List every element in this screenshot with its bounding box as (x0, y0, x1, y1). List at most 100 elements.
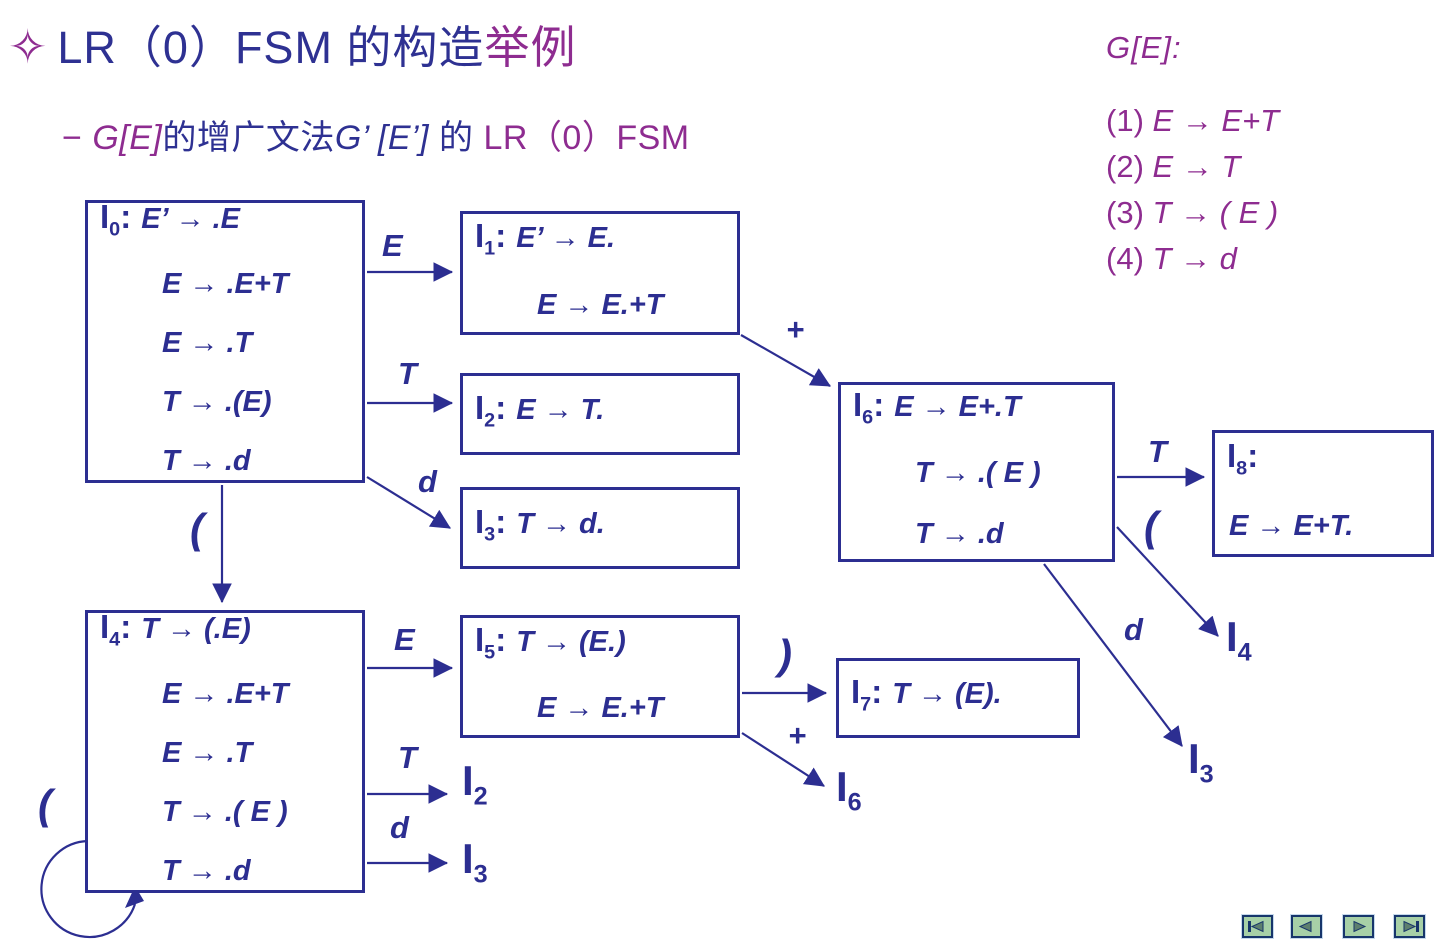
edge-label-(: ( (1144, 503, 1158, 550)
state-line: I2:E → T. (475, 373, 737, 456)
state-ref-I4: I4 (1226, 613, 1252, 667)
transition-arrow-+ (741, 732, 825, 787)
subtitle-part-5: LR（0）FSM (483, 119, 690, 157)
nav-last-button[interactable] (1394, 915, 1425, 938)
state-label: I0: (100, 197, 132, 241)
state-box-I3: I3:T → d. (460, 487, 740, 569)
state-line: I1: E’ → E. (475, 208, 737, 277)
production: E → .T (162, 326, 253, 359)
subtitle-part-3: G’ [E’] (334, 119, 430, 157)
edge-label-d: d (418, 464, 437, 499)
state-line: I0: E’ → .E (100, 190, 362, 257)
grammar-rule-number: (3) (1106, 195, 1153, 230)
skip-to-start-icon (1248, 920, 1264, 933)
edge-label-d: d (1124, 612, 1143, 647)
production: T → (E). (892, 677, 1002, 710)
state-line: I4:T → (.E) (100, 600, 362, 667)
production: E → T. (516, 393, 605, 426)
production: T → .d (162, 855, 251, 888)
subtitle-part-2: 的增广文法 (162, 119, 335, 157)
self-loop-arrowhead (125, 886, 144, 908)
production: T → .d (162, 445, 251, 478)
nav-first-button[interactable] (1242, 915, 1273, 938)
subtitle-part-0: − (62, 119, 93, 157)
previous-icon (1298, 920, 1312, 933)
production: T → .(E) (162, 385, 272, 418)
state-box-I1: I1: E’ → E. E → E.+T (460, 211, 740, 335)
state-ref-I2: I2 (462, 757, 488, 811)
edge-label-d: d (390, 810, 409, 845)
edge-label-(: ( (38, 781, 52, 828)
state-label: I3: (475, 502, 507, 546)
state-box-I7: I7: T → (E). (836, 658, 1080, 738)
production: T → (E.) (516, 626, 626, 659)
grammar-rule-body: T → ( E ) (1152, 195, 1279, 230)
transition-arrow-( (1116, 526, 1219, 637)
production: T → .d (915, 518, 1004, 551)
state-line: E → .E+T (100, 667, 362, 726)
grammar-rules: (1) E → E+T(2) E → T(3) T → ( E )(4) T →… (1106, 98, 1279, 282)
state-line: T → .d (100, 844, 362, 903)
state-line: T → .(E) (100, 375, 362, 434)
production: T → (.E) (141, 612, 251, 645)
slide-subtitle: − G[E]的增广文法G’ [E’] 的 LR（0）FSM (62, 110, 690, 159)
grammar-rule-2: (2) E → T (1106, 144, 1279, 190)
nav-previous-button[interactable] (1291, 915, 1322, 938)
production: T → .( E ) (162, 795, 288, 828)
edge-label-): ) (778, 631, 792, 678)
grammar-heading: G[E]: (1106, 30, 1182, 65)
state-line: E → .T (100, 726, 362, 785)
state-line: I6: E → E+.T (853, 377, 1112, 446)
production: E → .E+T (162, 677, 289, 710)
grammar-rule-number: (2) (1106, 149, 1153, 184)
grammar-rule-body: E → T (1152, 149, 1241, 184)
transition-arrow-d (1043, 563, 1183, 747)
state-label: I1: (475, 217, 507, 260)
state-line: E → E.+T (475, 277, 737, 338)
production: E → .T (162, 736, 253, 769)
production: E’ → E. (516, 222, 616, 255)
edge-label-T: T (398, 740, 417, 775)
title-text-main: LR（0）FSM 的构造 (57, 22, 485, 73)
edge-label-+: + (786, 312, 805, 347)
next-icon (1353, 920, 1367, 933)
production: E → E+T. (1229, 510, 1354, 543)
state-line: I7: T → (E). (851, 658, 1077, 739)
production: E → E.+T (537, 288, 664, 321)
grammar-panel: G[E]: (1) E → E+T(2) E → T(3) T → ( E )(… (1106, 30, 1279, 282)
grammar-rule-number: (4) (1106, 241, 1153, 276)
state-line: E → E.+T (475, 681, 737, 741)
edge-label-T: T (1148, 434, 1167, 469)
edge-label-E: E (382, 228, 403, 263)
state-box-I8: I8: E → E+T. (1212, 430, 1434, 557)
state-line: T → .d (100, 434, 362, 493)
production: E’ → .E (141, 202, 241, 235)
grammar-rule-1: (1) E → E+T (1106, 98, 1279, 144)
state-label: I8: (1227, 437, 1259, 480)
state-line: I5:T → (E.) (475, 612, 737, 681)
grammar-rule-number: (1) (1106, 103, 1153, 138)
state-ref-I3: I3 (462, 835, 488, 889)
grammar-rule-body: E → E+T (1152, 103, 1280, 138)
production: E → E+.T (894, 390, 1021, 423)
transition-arrow-d (366, 476, 451, 529)
subtitle-part-4: 的 (429, 119, 484, 157)
state-line: I3:T → d. (475, 487, 737, 570)
state-label: I7: (851, 672, 883, 716)
grammar-rule-3: (3) T → ( E ) (1106, 190, 1279, 236)
state-line: E → .E+T (100, 257, 362, 316)
title-text-highlight: 举例 (484, 22, 577, 73)
state-box-I0: I0: E’ → .E E → .E+T E → .T T → .(E) T → .d (85, 198, 365, 483)
state-line: T → .d (853, 506, 1112, 567)
state-label: I6: (853, 385, 885, 429)
production: E → E.+T (537, 692, 664, 725)
production: T → .( E ) (915, 457, 1041, 490)
page-title: ✧ LR（0）FSM 的构造举例 (8, 20, 576, 76)
title-text: LR（0）FSM 的构造举例 (57, 20, 576, 76)
transition-arrow-+ (740, 334, 831, 387)
state-line: E → .T (100, 316, 362, 375)
nav-next-button[interactable] (1343, 915, 1374, 938)
